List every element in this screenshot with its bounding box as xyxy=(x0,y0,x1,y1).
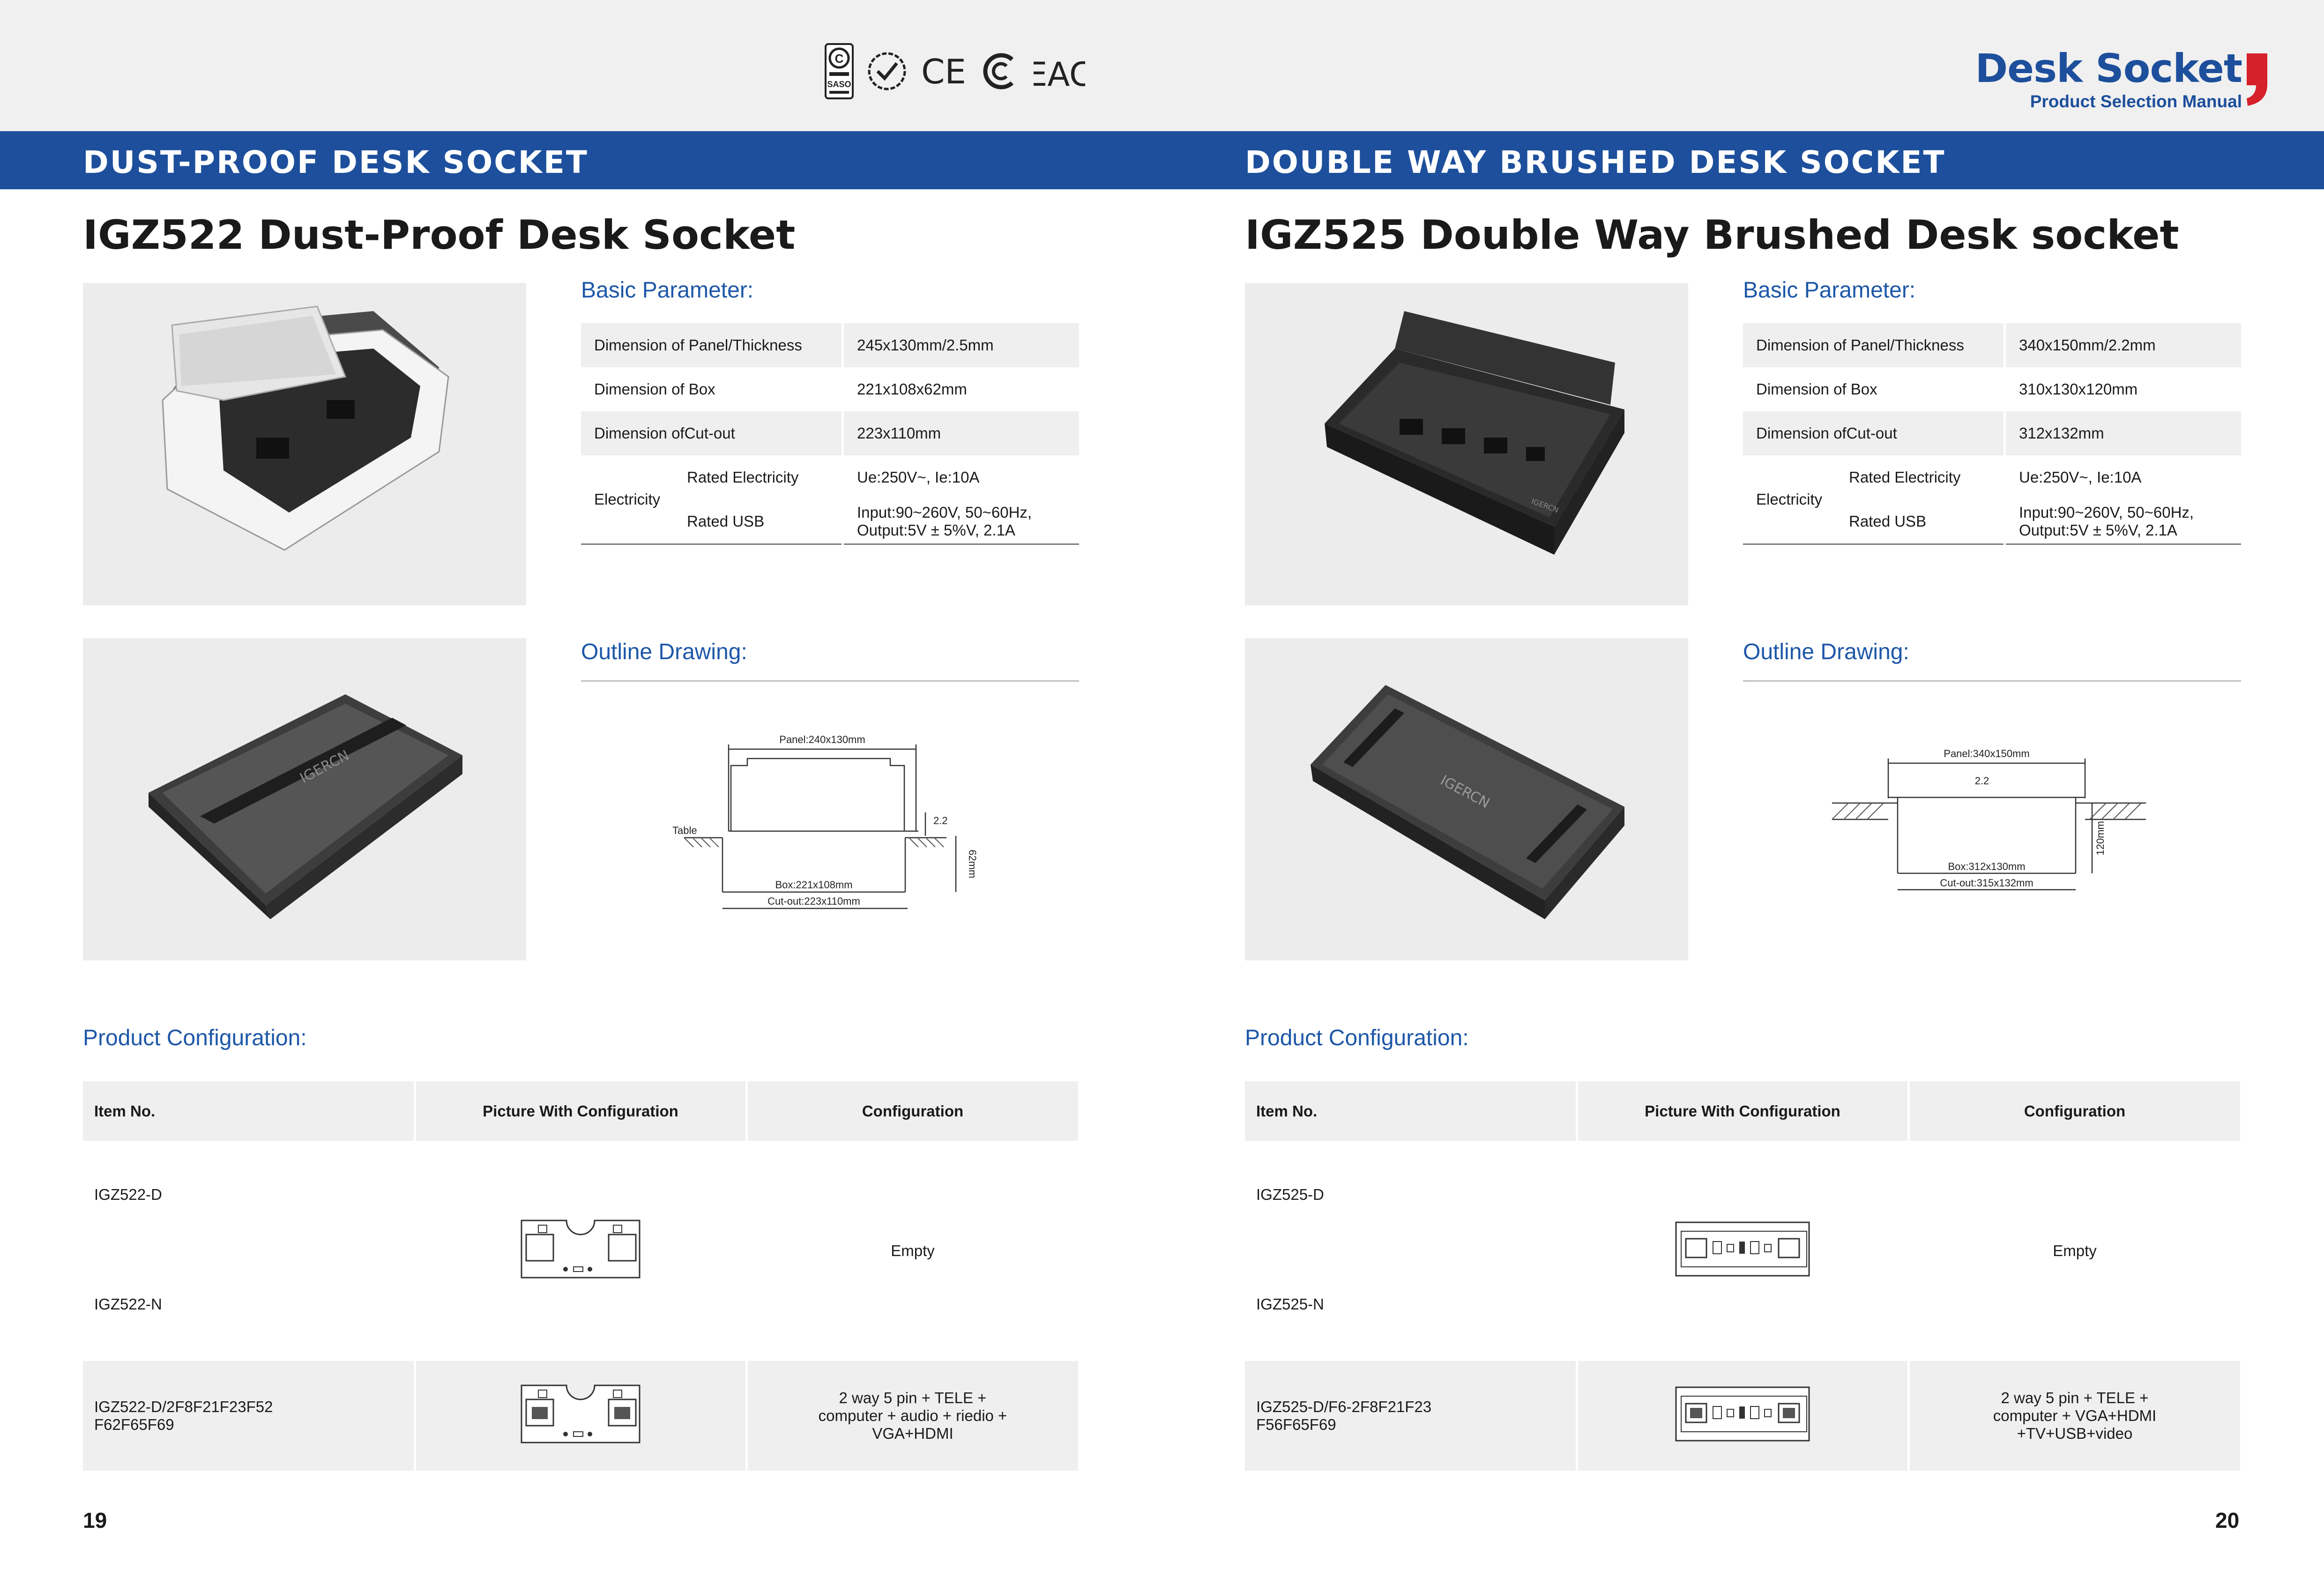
page-left: IGZ522 Dust-Proof Desk Socket IGERCN Bas… xyxy=(0,189,1162,1577)
quality-check-icon xyxy=(868,52,906,90)
section-band xyxy=(0,131,2324,189)
product-photo-open: IGERCN xyxy=(1245,283,1688,605)
svg-text:EAC: EAC xyxy=(1034,55,1085,92)
outline-drawing: Panel:340x150mm 2.2 Box:312x130mm Cut-ou… xyxy=(1832,748,2146,891)
configuration-picture xyxy=(415,1141,748,1361)
configuration-picture xyxy=(415,1361,748,1471)
divider xyxy=(1743,680,2241,682)
brand-subtitle: Product Selection Manual xyxy=(2030,92,2242,111)
basic-parameter-heading: Basic Parameter: xyxy=(1743,278,1916,303)
product-configuration-heading: Product Configuration: xyxy=(83,1026,307,1050)
param-value: 340x150mm/2.2mm xyxy=(2004,323,2241,367)
param-label: Dimension ofCut-out xyxy=(581,411,843,455)
svg-text:Cut-out:315x132mm: Cut-out:315x132mm xyxy=(1940,877,2033,889)
saso-mark-icon: C SASO xyxy=(825,43,854,99)
svg-text:Box:312x130mm: Box:312x130mm xyxy=(1948,861,2025,872)
svg-text:2.2: 2.2 xyxy=(933,815,948,826)
param-value: Input:90~260V, 50~60Hz,Output:5V ± 5%V, … xyxy=(842,499,1079,545)
brand-title: Desk Socket xyxy=(1975,45,2242,91)
svg-text:SASO: SASO xyxy=(827,80,851,89)
param-label: Rated USB xyxy=(1836,499,2005,545)
column-header: Configuration xyxy=(1908,1081,2242,1141)
brand-logo: Desk Socket Product Selection Manual xyxy=(1975,45,2267,112)
item-number: IGZ525-D IGZ525-N xyxy=(1245,1141,1578,1361)
svg-text:62mm: 62mm xyxy=(967,849,978,878)
svg-text:Table: Table xyxy=(672,825,697,836)
svg-text:Panel:240x130mm: Panel:240x130mm xyxy=(779,734,865,745)
table-row: IGZ522-D IGZ522-N Empty xyxy=(83,1141,1080,1361)
svg-text:Panel:340x150mm: Panel:340x150mm xyxy=(1944,748,2029,759)
page-right: IGZ525 Double Way Brushed Desk socket IG… xyxy=(1162,189,2324,1577)
param-value: Ue:250V~, Ie:10A xyxy=(842,455,1079,499)
section-title-right: DOUBLE WAY BRUSHED DESK SOCKET xyxy=(1245,144,1946,180)
item-number: IGZ522-D IGZ522-N xyxy=(83,1141,416,1361)
svg-text:Cut-out:223x110mm: Cut-out:223x110mm xyxy=(767,895,860,907)
param-value: Ue:250V~, Ie:10A xyxy=(2004,455,2241,499)
column-header: Picture With Configuration xyxy=(1577,1081,1910,1141)
configuration-text: Empty xyxy=(1908,1141,2242,1361)
outline-drawing-heading: Outline Drawing: xyxy=(581,640,747,664)
param-label: Rated Electricity xyxy=(687,469,799,486)
configuration-text: 2 way 5 pin + TELE +computer + audio + r… xyxy=(746,1361,1080,1471)
product-title: IGZ525 Double Way Brushed Desk socket xyxy=(1245,212,2179,259)
basic-parameter-heading: Basic Parameter: xyxy=(581,278,754,303)
param-value: 245x130mm/2.5mm xyxy=(842,323,1079,367)
param-label: Electricity xyxy=(581,455,674,545)
column-header: Item No. xyxy=(1245,1081,1578,1141)
page-number-left: 19 xyxy=(83,1508,107,1532)
param-label: Rated Electricity xyxy=(1849,469,1961,486)
svg-text:C: C xyxy=(835,52,844,66)
svg-text:120mm: 120mm xyxy=(2094,821,2106,855)
column-header: Item No. xyxy=(83,1081,416,1141)
table-row: IGZ525-D IGZ525-N Empty xyxy=(1245,1141,2242,1361)
svg-text:Box:221x108mm: Box:221x108mm xyxy=(775,879,852,891)
param-label: Rated USB xyxy=(674,499,843,545)
svg-text:CE: CE xyxy=(921,52,966,90)
svg-text:2.2: 2.2 xyxy=(1975,775,1989,787)
configuration-picture xyxy=(1577,1141,1910,1361)
product-title: IGZ522 Dust-Proof Desk Socket xyxy=(83,212,796,259)
outline-drawing: Panel:240x130mm 2.2 Table Box:221x108mm … xyxy=(672,734,978,909)
configuration-text: Empty xyxy=(746,1141,1080,1361)
param-value: 312x132mm xyxy=(2004,411,2241,455)
param-label: Dimension of Box xyxy=(1756,380,1877,398)
configuration-text: 2 way 5 pin + TELE +computer + VGA+HDMI+… xyxy=(1908,1361,2242,1471)
param-value: 221x108x62mm xyxy=(842,367,1079,411)
param-value: Input:90~260V, 50~60Hz,Output:5V ± 5%V, … xyxy=(2004,499,2241,545)
c-tick-icon xyxy=(983,53,1014,89)
header-band xyxy=(0,0,2324,131)
configuration-table: Item No. Picture With Configuration Conf… xyxy=(83,1081,1080,1471)
param-label: Dimension of Panel/Thickness xyxy=(1743,323,2005,367)
product-configuration-heading: Product Configuration: xyxy=(1245,1026,1469,1050)
page-number-right: 20 xyxy=(2215,1508,2240,1532)
product-photo-open xyxy=(83,283,526,605)
param-label: Electricity xyxy=(1743,455,1836,545)
ce-mark-icon: CE xyxy=(921,52,966,90)
param-value: 310x130x120mm xyxy=(2004,367,2241,411)
eac-mark-icon: EAC xyxy=(1034,55,1085,92)
brand-hook-icon xyxy=(2247,53,2267,106)
product-photo-closed: IGERCN xyxy=(1245,638,1688,960)
param-label: Dimension ofCut-out xyxy=(1743,411,2005,455)
section-title-left: DUST-PROOF DESK SOCKET xyxy=(83,144,588,180)
column-header: Configuration xyxy=(746,1081,1080,1141)
param-value: 223x110mm xyxy=(842,411,1079,455)
param-label: Dimension of Box xyxy=(594,380,715,398)
param-label: Dimension of Panel/Thickness xyxy=(581,323,843,367)
configuration-table: Item No. Picture With Configuration Conf… xyxy=(1245,1081,2242,1471)
product-photo-closed: IGERCN xyxy=(83,638,526,960)
divider xyxy=(581,680,1079,682)
configuration-picture xyxy=(1577,1361,1910,1471)
outline-drawing-heading: Outline Drawing: xyxy=(1743,640,1909,664)
column-header: Picture With Configuration xyxy=(415,1081,748,1141)
certification-marks: C SASO CE EAC xyxy=(825,43,1085,99)
